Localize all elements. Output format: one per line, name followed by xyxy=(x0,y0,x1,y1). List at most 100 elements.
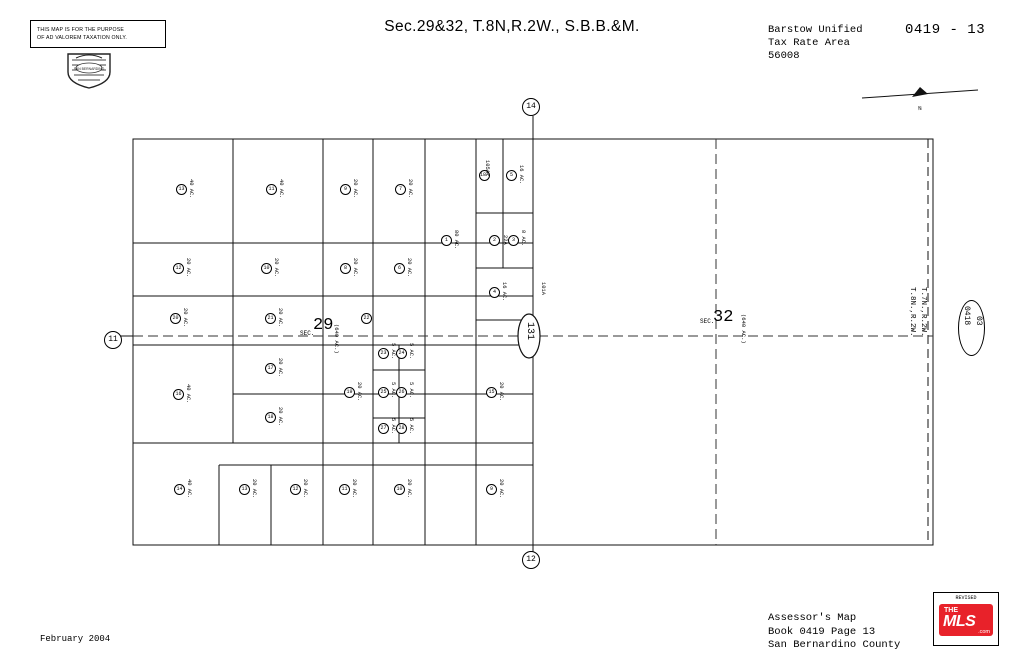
mls-watermark-box: REVISED THE MLS .com xyxy=(933,592,999,646)
tax-rate-area-number: 56008 xyxy=(768,50,800,62)
parcel-number-circle: 2 xyxy=(489,235,500,246)
disclaimer-line-1: THIS MAP IS FOR THE PURPOSE xyxy=(37,27,125,33)
parcel-acreage-label: 40 AC. xyxy=(188,179,194,199)
section-29-acres: (640 AC.) xyxy=(333,324,340,354)
svg-text:SAN BERNARDINO: SAN BERNARDINO xyxy=(74,67,105,71)
map-date: February 2004 xyxy=(40,634,111,644)
parcel-acreage-label: 20 AC. xyxy=(182,308,188,328)
parcel-number-circle: 3 xyxy=(508,235,519,246)
parcel-acreage-label: 5 AC. xyxy=(390,343,396,360)
parcel-number-circle: 15 xyxy=(486,387,497,398)
parcel-acreage-label: 80 AC. xyxy=(453,230,459,250)
mls-the-text: THE xyxy=(944,607,958,614)
parcel-acreage-label: 20 AC. xyxy=(277,308,283,328)
parcel-acreage-label: 16 AC. xyxy=(501,282,507,302)
edge-circle-section-11: 11 xyxy=(104,331,122,349)
parcel-acreage-label: 20 AC. xyxy=(302,479,308,499)
section-32-prefix: SEC. xyxy=(700,318,715,325)
parcel-number-circle: 13 xyxy=(176,184,187,195)
parcel-acreage-label: 20 AC. xyxy=(251,479,257,499)
township-label-north: T.8N.,R.2W. xyxy=(908,287,916,337)
parcel-number-circle: 10 xyxy=(394,484,405,495)
parcel-number-circle: 12 xyxy=(290,484,301,495)
parcel-acreage-label: 5 AC. xyxy=(390,382,396,399)
parcel-acreage-label: 20 AC. xyxy=(498,382,504,402)
parcel-number-circle: 20 xyxy=(170,313,181,324)
parcel-number-circle: 11 xyxy=(339,484,350,495)
parcel-number-circle: 17 xyxy=(265,363,276,374)
parcel-number-circle: 11 xyxy=(266,184,277,195)
parcel-number-circle: 22 xyxy=(361,313,372,324)
parcel-number-circle: 14 xyxy=(174,484,185,495)
parcel-acreage-label: 20 AC. xyxy=(277,358,283,378)
parcel-acreage-label: 5 AC. xyxy=(408,343,414,360)
edge-circle-section-12: 12 xyxy=(522,551,540,569)
parcel-acreage-label: 5 AC. xyxy=(408,382,414,399)
mls-com-text: .com xyxy=(978,629,990,635)
parcel-number-circle: 12 xyxy=(173,263,184,274)
parcel-acreage-label: 40 AC. xyxy=(185,384,191,404)
parcel-number-circle: 9 xyxy=(340,184,351,195)
parcel-acreage-label: 20 AC. xyxy=(407,179,413,199)
parcel-number-circle: 16 xyxy=(173,389,184,400)
map-annotation-label: 101A xyxy=(540,282,546,295)
assessor-county: San Bernardino County xyxy=(768,639,901,651)
parcel-acreage-label: 20 AC. xyxy=(406,258,412,278)
section-32-acres: (640 AC.) xyxy=(740,314,747,344)
assessor-map-label: Assessor's Map xyxy=(768,612,857,624)
parcel-acreage-label: 20 AC. xyxy=(356,382,362,402)
section-29-number: 29 xyxy=(313,316,334,335)
parcel-number-circle: 4 xyxy=(489,287,500,298)
parcel-number-circle: 25 xyxy=(378,387,389,398)
parcel-acreage-label: 20 AC. xyxy=(273,258,279,278)
north-arrow-icon: N xyxy=(860,78,980,112)
svg-text:N: N xyxy=(918,105,922,112)
adjacent-book-0418: 0418 xyxy=(962,306,971,326)
parcel-131-label: 131 xyxy=(524,322,535,341)
parcel-number-circle: 28 xyxy=(396,423,407,434)
parcel-acreage-label: 40 AC. xyxy=(278,179,284,199)
assessor-map-block: Assessor's Map Book 0419 Page 13 San Ber… xyxy=(768,612,900,653)
assessor-book-page: Book 0419 Page 13 xyxy=(768,625,876,638)
parcel-acreage-label: 20 AC. xyxy=(406,479,412,499)
parcel-acreage-label: 20 AC. xyxy=(352,258,358,278)
parcel-acreage-label: 20 AC. xyxy=(185,258,191,278)
book-page-number: 0419 - 13 xyxy=(905,22,986,38)
parcel-131-ellipse xyxy=(517,313,541,359)
parcel-acreage-label: 8 AC. xyxy=(520,230,526,247)
parcel-number-circle: 5 xyxy=(506,170,517,181)
parcel-number-circle: 8 xyxy=(340,263,351,274)
parcel-acreage-label: 5 AC. xyxy=(390,418,396,435)
edge-circle-section-14: 14 xyxy=(522,98,540,116)
parcel-number-circle: 18A xyxy=(479,170,490,181)
parcel-acreage-label: 20 AC. xyxy=(277,407,283,427)
tax-rate-area-district: Barstow Unified xyxy=(768,24,863,36)
tax-rate-area-label: Tax Rate Area xyxy=(768,37,850,49)
parcel-number-circle: 6 xyxy=(394,263,405,274)
disclaimer-box: THIS MAP IS FOR THE PURPOSE OF AD VALORE… xyxy=(30,20,166,48)
township-label-south: T.7N.,R.2W. xyxy=(919,287,927,337)
parcel-acreage-label: 5 AC. xyxy=(408,418,414,435)
parcel-acreage-label: 20 AC. xyxy=(351,479,357,499)
county-seal-icon: SAN BERNARDINO xyxy=(62,50,116,90)
section-32-number: 32 xyxy=(713,308,734,327)
adjacent-page-03: 03 xyxy=(974,316,983,326)
parcel-number-circle: 13 xyxy=(239,484,250,495)
map-annotation-label: 105A xyxy=(484,160,490,173)
parcel-acreage-label: 16 AC. xyxy=(518,165,524,185)
adjacent-book-circle xyxy=(958,300,985,356)
parcel-acreage-label: 20 AC. xyxy=(352,179,358,199)
parcel-number-circle: 27 xyxy=(378,423,389,434)
page-title: Sec.29&32, T.8N,R.2W., S.B.B.&M. xyxy=(384,18,640,35)
parcel-number-circle: 7 xyxy=(395,184,406,195)
revised-label: REVISED xyxy=(955,595,977,601)
parcel-number-circle: 10 xyxy=(261,263,272,274)
parcel-number-circle: 9 xyxy=(486,484,497,495)
parcel-number-circle: 21 xyxy=(265,313,276,324)
parcel-number-circle: 1 xyxy=(441,235,452,246)
disclaimer-line-2: OF AD VALOREM TAXATION ONLY. xyxy=(37,35,128,41)
mls-main-text: MLS xyxy=(943,613,976,630)
